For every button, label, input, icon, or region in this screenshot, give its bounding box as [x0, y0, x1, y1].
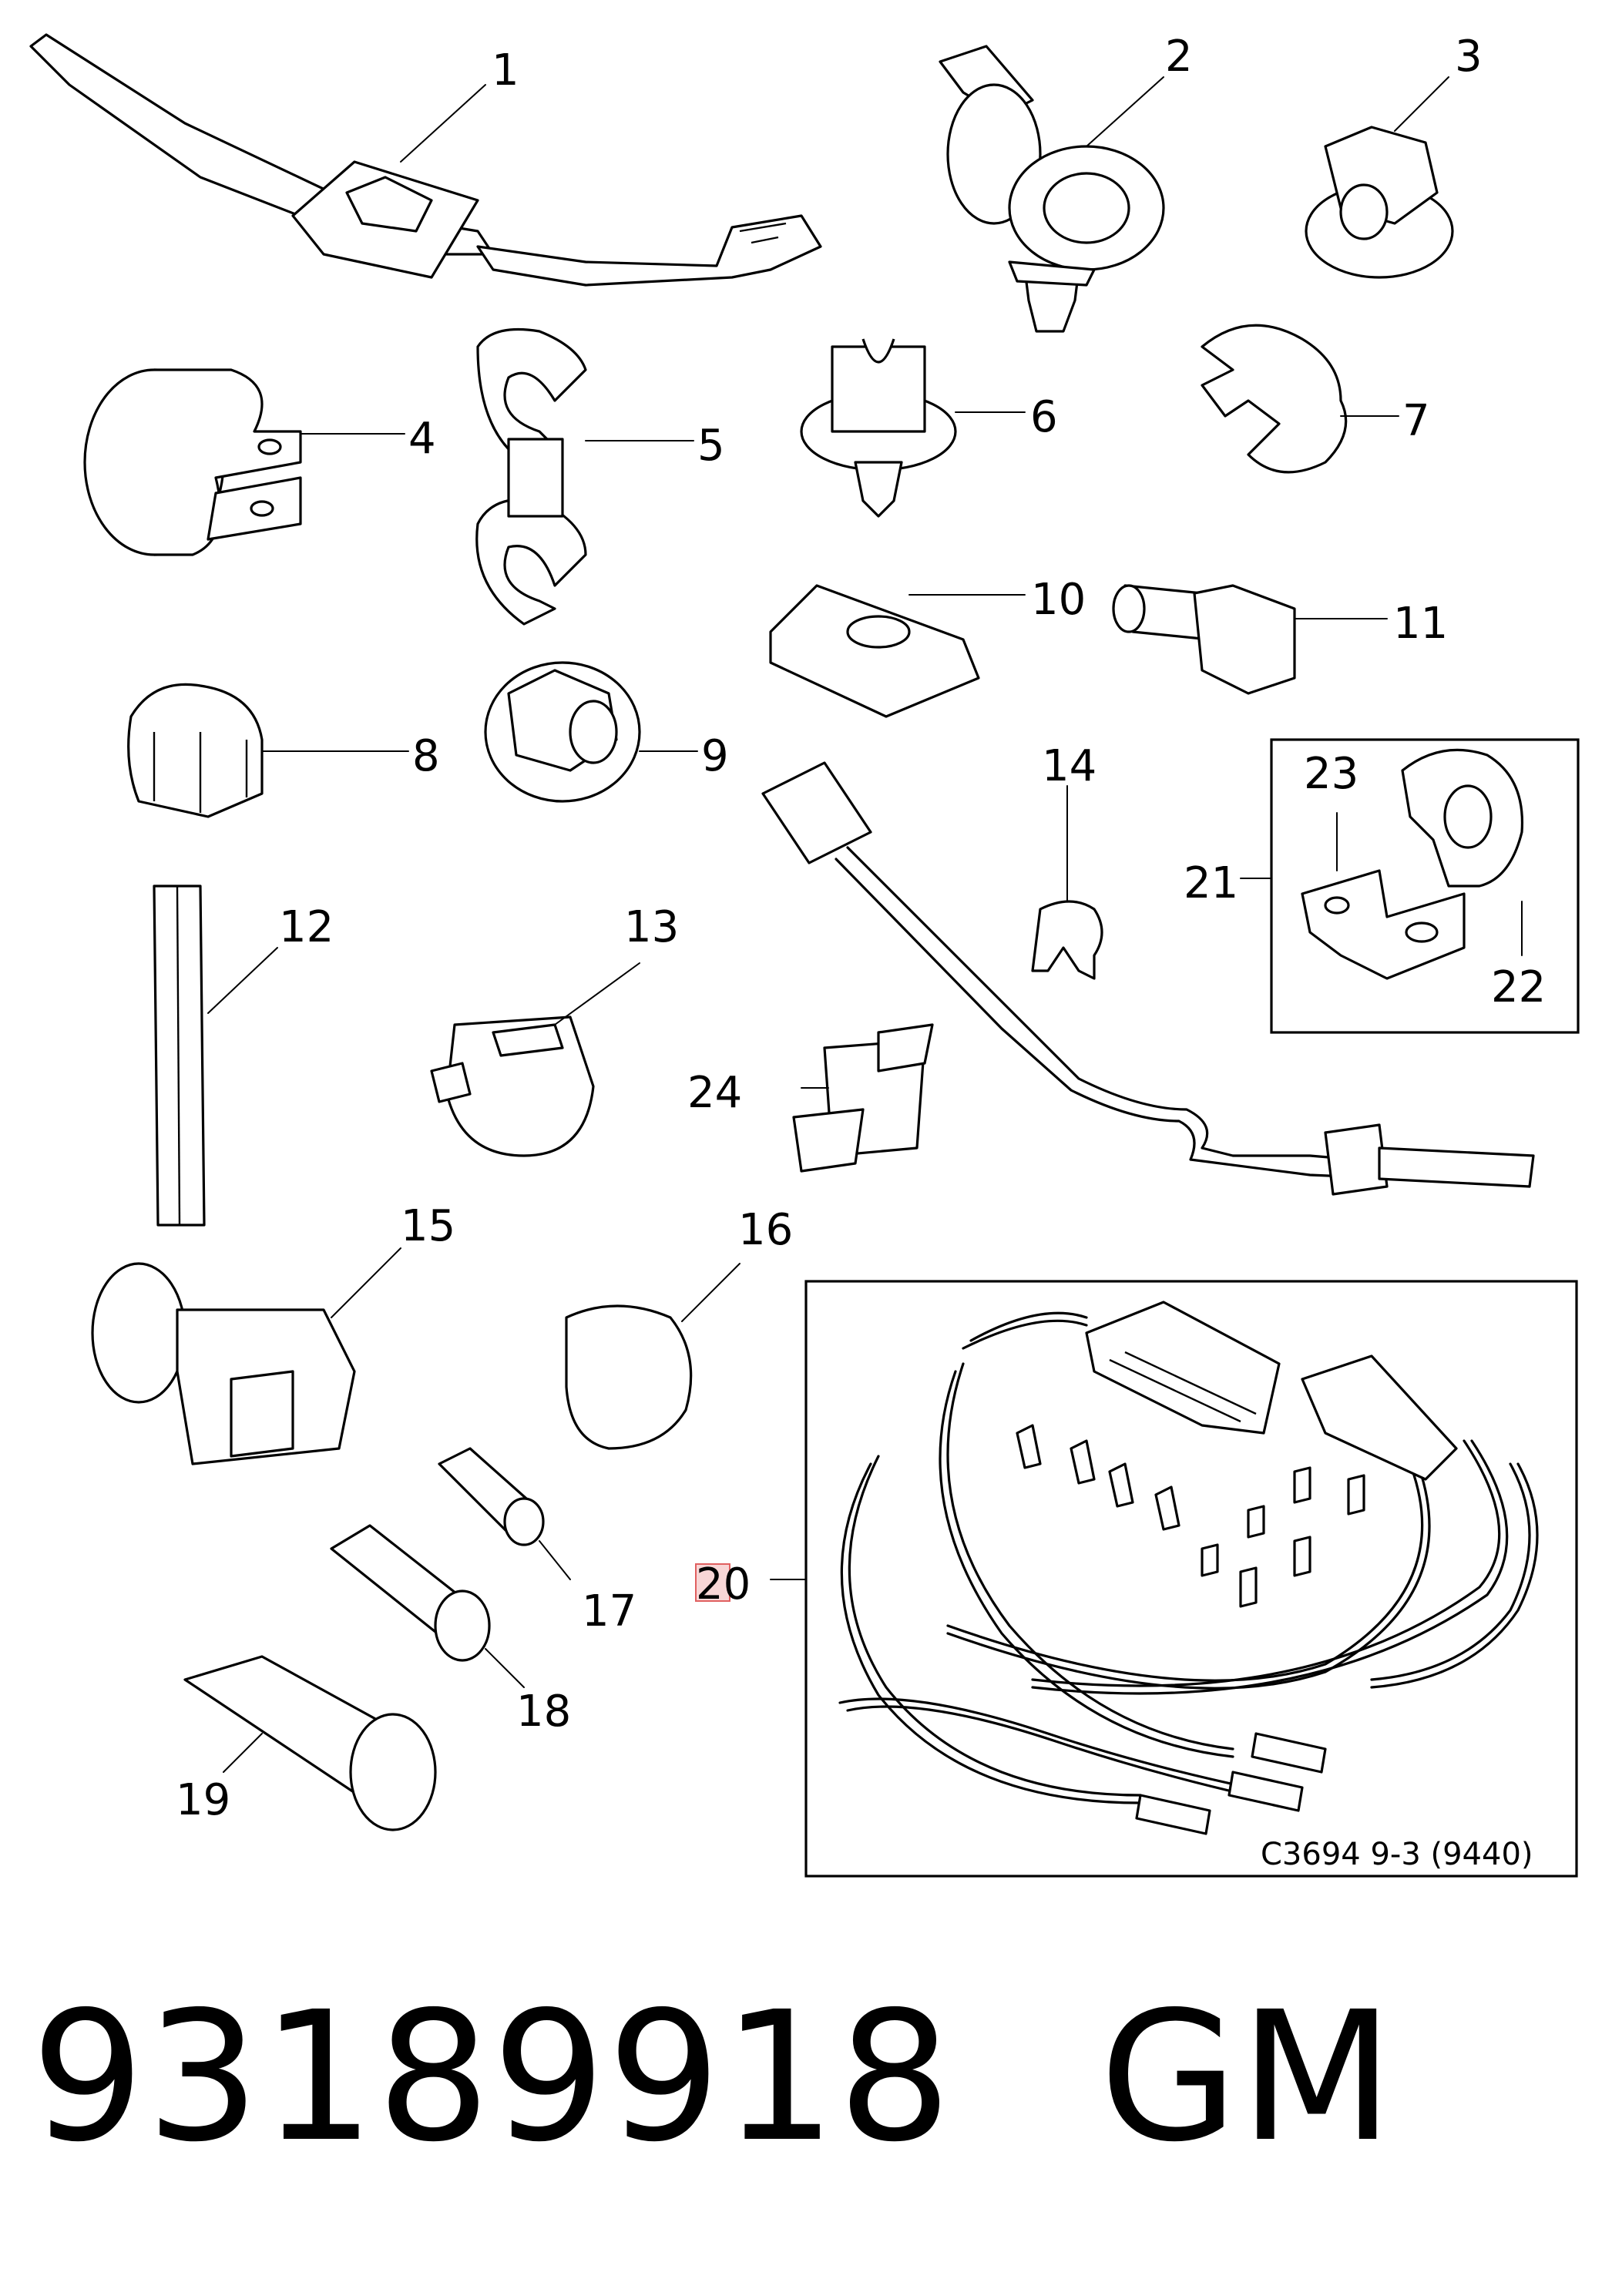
- part-16-plug: [565, 1304, 693, 1450]
- callout-19: 19: [176, 1775, 230, 1825]
- callout-8: 8: [412, 731, 440, 781]
- part-24-holder: [792, 1023, 934, 1173]
- callout-20-highlight: [695, 1563, 730, 1602]
- callout-12: 12: [279, 902, 334, 952]
- callout-21: 21: [1184, 858, 1238, 908]
- part-1-cable-tie: [29, 33, 822, 287]
- leader-lines: [207, 76, 1523, 1773]
- part-3-flange-nut: [1305, 126, 1454, 279]
- callout-16: 16: [738, 1205, 793, 1255]
- part-4-p-clamp: [83, 368, 302, 556]
- callout-13: 13: [624, 902, 679, 952]
- callout-17: 17: [582, 1586, 636, 1636]
- callout-labels: 1 2 3 4 5 6 7 10 11 8 9 14 23 21 12 13 2…: [176, 32, 1546, 1872]
- part-13-clip: [430, 1015, 595, 1157]
- callout-15: 15: [401, 1201, 455, 1251]
- callout-3: 3: [1455, 32, 1483, 82]
- part-9-flange-nut: [484, 661, 641, 803]
- part-number: 93189918: [31, 1973, 953, 2181]
- part-5-double-clip: [475, 327, 587, 626]
- inset-box-21: [1270, 738, 1580, 1034]
- callout-6: 6: [1030, 392, 1058, 442]
- part-7-c-clip: [1201, 324, 1348, 474]
- callout-4: 4: [408, 414, 436, 464]
- part-10-u-clip: [769, 584, 980, 718]
- callout-24: 24: [687, 1068, 742, 1118]
- part-2-double-clip: [939, 45, 1165, 333]
- callout-1: 1: [492, 45, 519, 96]
- callout-20: 20: [696, 1559, 751, 1610]
- callout-14: 14: [1042, 741, 1096, 791]
- callout-11: 11: [1393, 599, 1448, 649]
- callout-23: 23: [1304, 749, 1358, 799]
- brand-name: GM: [1099, 1973, 1395, 2181]
- part-23-bracket: [1301, 869, 1466, 980]
- callout-22: 22: [1491, 962, 1546, 1012]
- part-11-flange-bolt: [1112, 584, 1296, 695]
- callout-9: 9: [701, 731, 729, 781]
- part-12-edge-strip: [153, 884, 206, 1227]
- part-18-sleeve: [330, 1524, 491, 1662]
- callout-2: 2: [1165, 32, 1193, 82]
- part-19-sleeve: [183, 1655, 437, 1831]
- callout-7: 7: [1402, 396, 1430, 446]
- callout-10: 10: [1031, 575, 1086, 625]
- callout-18: 18: [516, 1687, 571, 1737]
- part-6-push-holder: [800, 338, 957, 518]
- temperature-sensor-cable: [761, 761, 1535, 1196]
- reference-code: C3694 9-3 (9440): [1261, 1837, 1533, 1872]
- part-22-clip: [1401, 748, 1524, 888]
- part-14-small-clip: [1031, 900, 1103, 980]
- callout-5: 5: [697, 421, 725, 471]
- part-20-wiring-kit: [838, 1301, 1539, 1835]
- part-17-sleeve: [438, 1447, 545, 1546]
- part-8-nut: [127, 683, 264, 818]
- part-15-line-clip: [91, 1262, 356, 1465]
